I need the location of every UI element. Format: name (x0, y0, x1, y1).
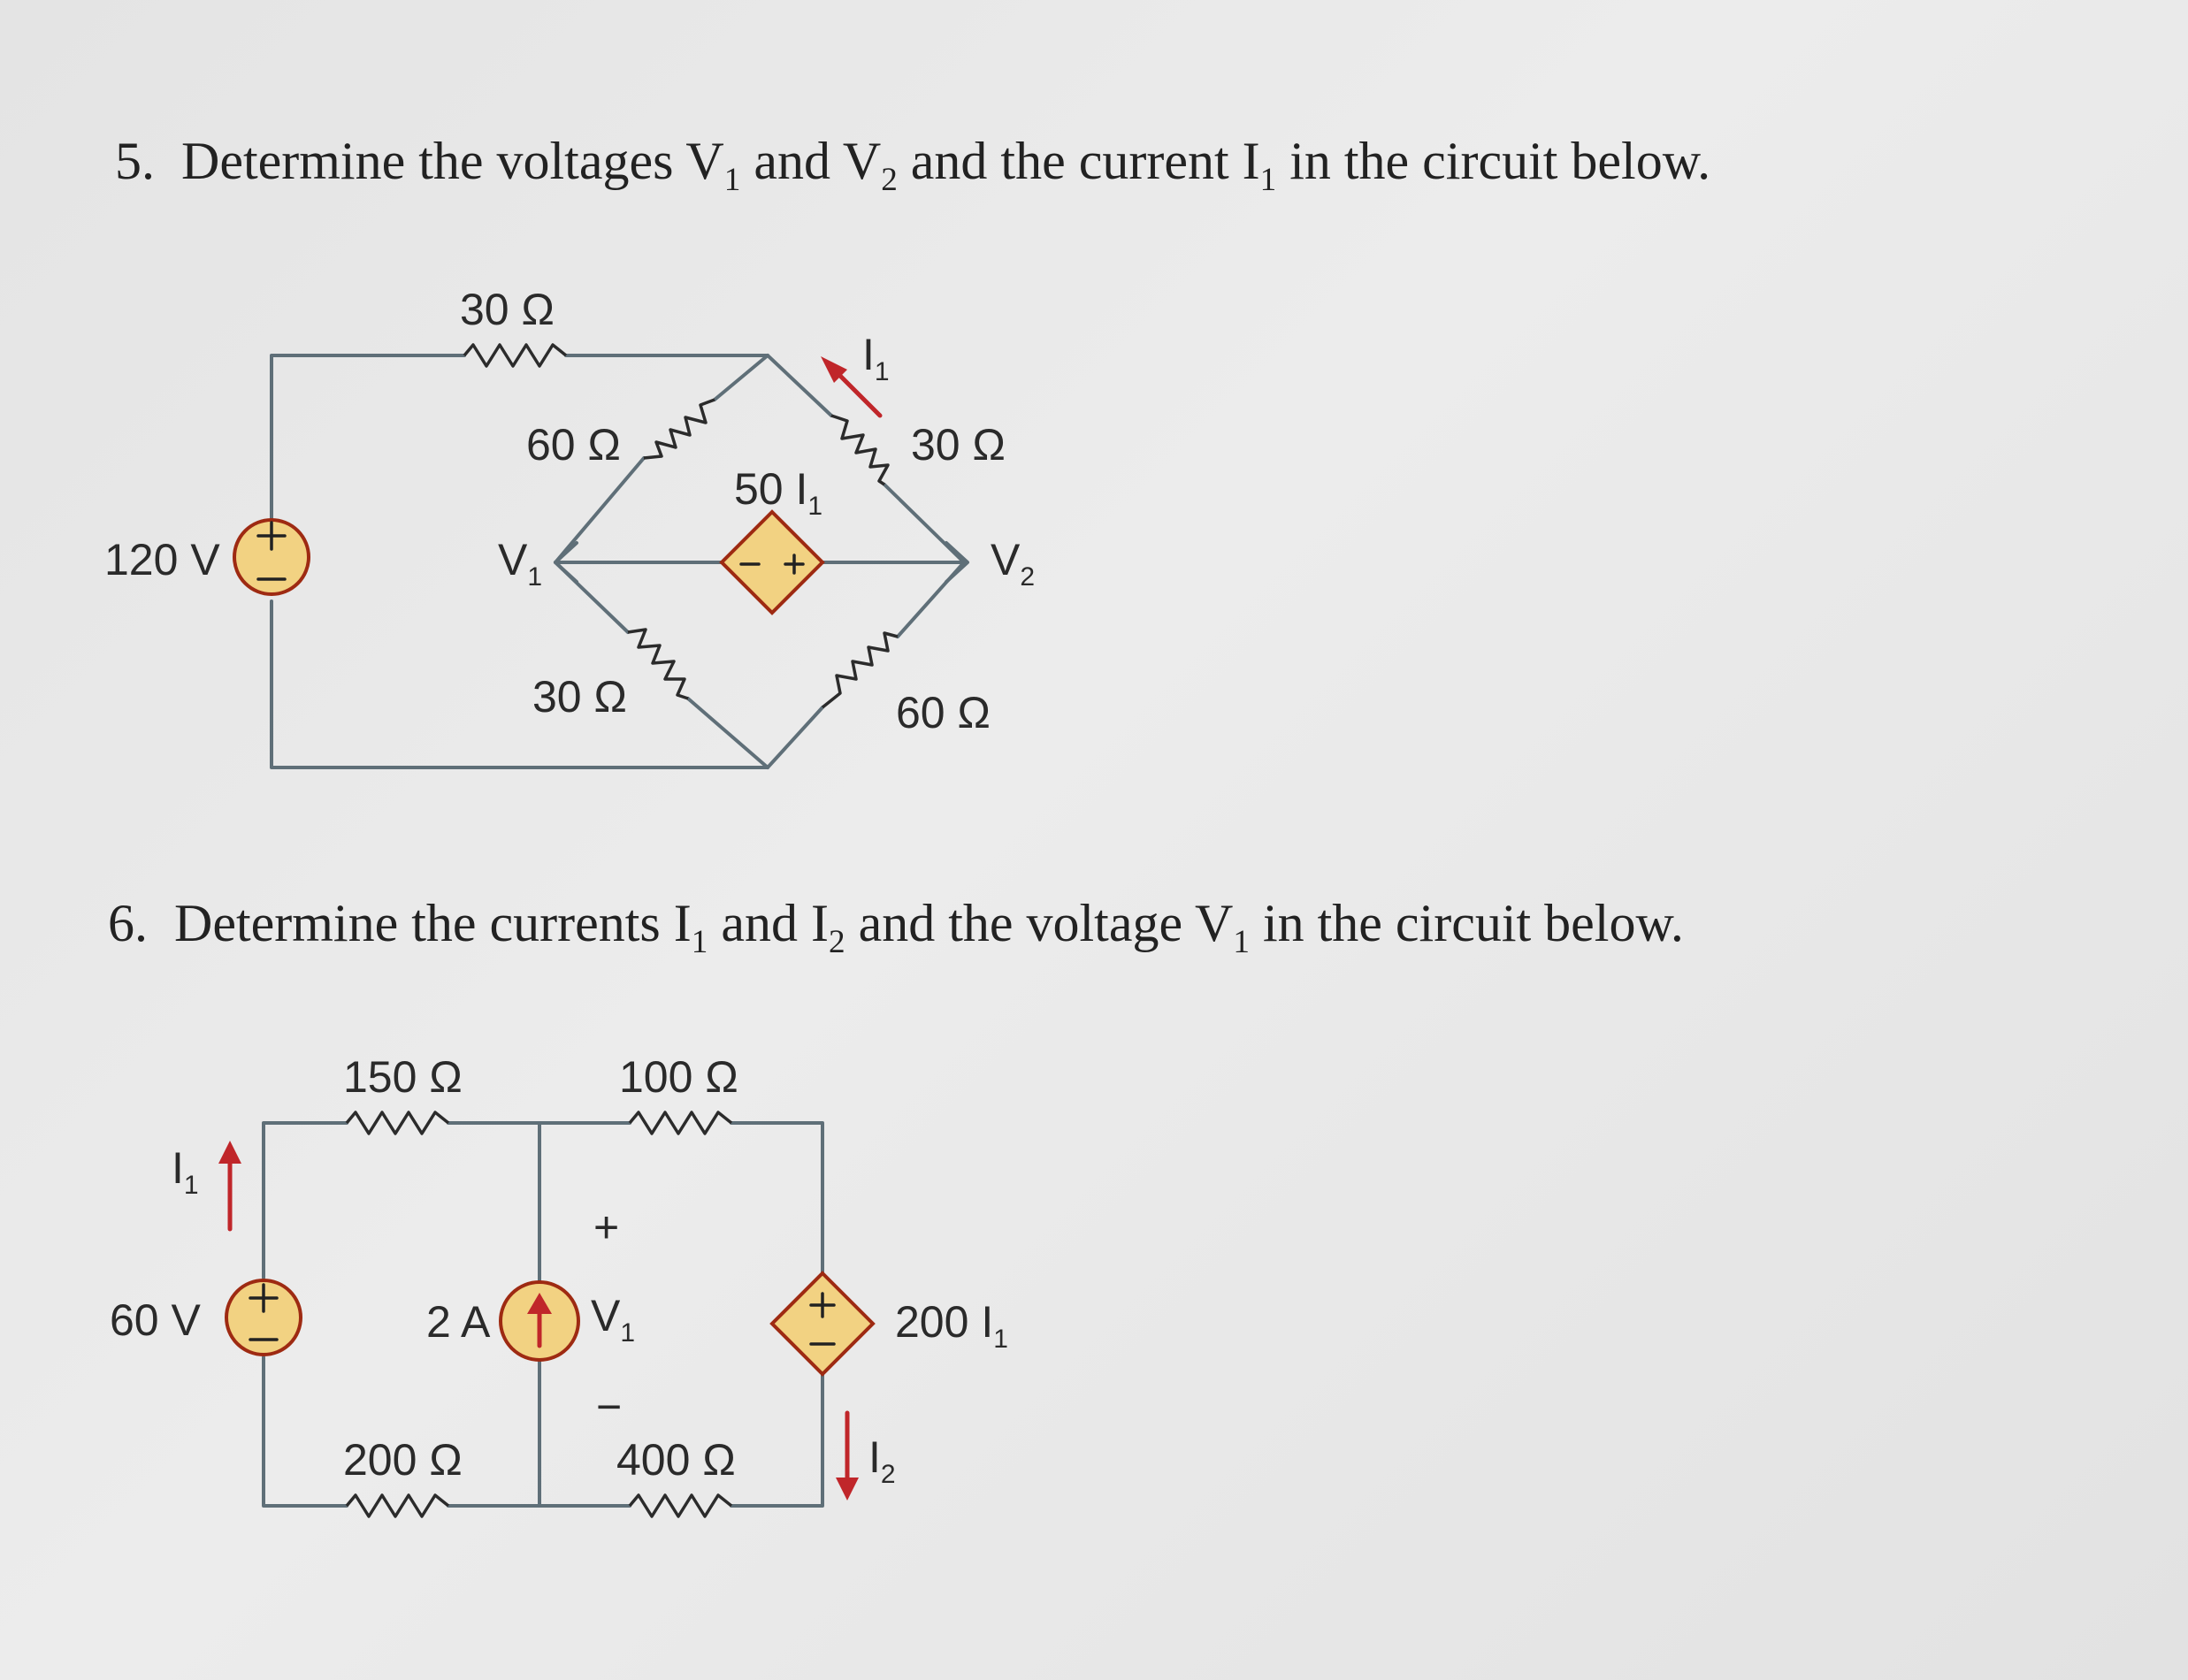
p6-wire-left-bottom (262, 1355, 348, 1508)
p5-resistor-lower-right-60 (821, 631, 899, 709)
p5-wire-upper-right-edge (766, 354, 966, 564)
p6-label-dependent-gain: 200 I1 (895, 1297, 1008, 1354)
p6-label-i1: I1 (172, 1143, 199, 1200)
p6-label-r-400: 400 Ω (616, 1435, 736, 1485)
p6-current-arrow-i1 (218, 1141, 241, 1232)
p5-voltage-source-120v (233, 518, 310, 596)
p5-resistor-lower-left-30 (627, 628, 689, 700)
p5-label-dependent-gain: 50 I1 (734, 464, 822, 521)
p6-label-r-100: 100 Ω (619, 1052, 738, 1102)
p5-label-v2: V2 (991, 535, 1035, 592)
p5-node-v1-marker (554, 541, 578, 584)
p6-label-r-150: 150 Ω (343, 1052, 463, 1102)
p6-current-source-2a (499, 1280, 580, 1362)
p5-current-arrow-i1 (821, 356, 883, 418)
p6-label-current-source-2a: 2 A (426, 1297, 491, 1347)
p5-node-v2-marker (945, 541, 969, 584)
p6-dependent-voltage-source (769, 1271, 876, 1377)
problem-6-statement: 6. Determine the currents I1 and I2 and … (108, 894, 1684, 960)
p6-label-i2: I2 (868, 1432, 896, 1489)
p6-resistor-200 (345, 1493, 450, 1518)
p6-wire-left-top (262, 1121, 348, 1279)
p6-label-source-60v: 60 V (110, 1295, 202, 1345)
p5-label-source-120v: 120 V (104, 535, 220, 584)
p6-label-v1-plus: + (593, 1203, 619, 1252)
p6-resistor-400 (628, 1493, 733, 1518)
p6-label-v1-minus: − (596, 1382, 622, 1432)
p6-wire-top-right (730, 1121, 824, 1279)
p5-label-v1: V1 (498, 535, 542, 592)
p5-label-r-lower-left: 30 Ω (532, 672, 627, 722)
p5-label-r-upper-left: 60 Ω (526, 420, 621, 470)
p5-resistor-top-30 (463, 343, 568, 368)
p6-voltage-source-60v (225, 1279, 302, 1356)
p6-label-v1: V1 (591, 1291, 635, 1348)
p6-label-r-200: 200 Ω (343, 1435, 463, 1485)
p6-wire-bottom-right (730, 1369, 824, 1508)
p5-label-r-lower-right: 60 Ω (896, 688, 991, 737)
p5-dependent-voltage-source (719, 509, 825, 615)
p6-resistor-150 (345, 1111, 450, 1135)
p5-label-r-top: 30 Ω (460, 285, 555, 334)
p6-resistor-100 (628, 1111, 733, 1135)
p5-label-i1: I1 (862, 330, 890, 386)
p5-label-r-upper-right: 30 Ω (911, 420, 1006, 470)
problem-5-statement: 5. Determine the voltages V1 and V2 and … (115, 132, 1711, 198)
p5-wire-left-top (270, 354, 466, 528)
p5-wire-upper-left-edge (554, 354, 769, 564)
p6-current-arrow-i2 (836, 1410, 859, 1501)
p5-resistor-upper-right-30 (830, 414, 890, 486)
p5-resistor-upper-left-60 (643, 398, 715, 460)
p5-wire-left-bottom (270, 599, 769, 769)
